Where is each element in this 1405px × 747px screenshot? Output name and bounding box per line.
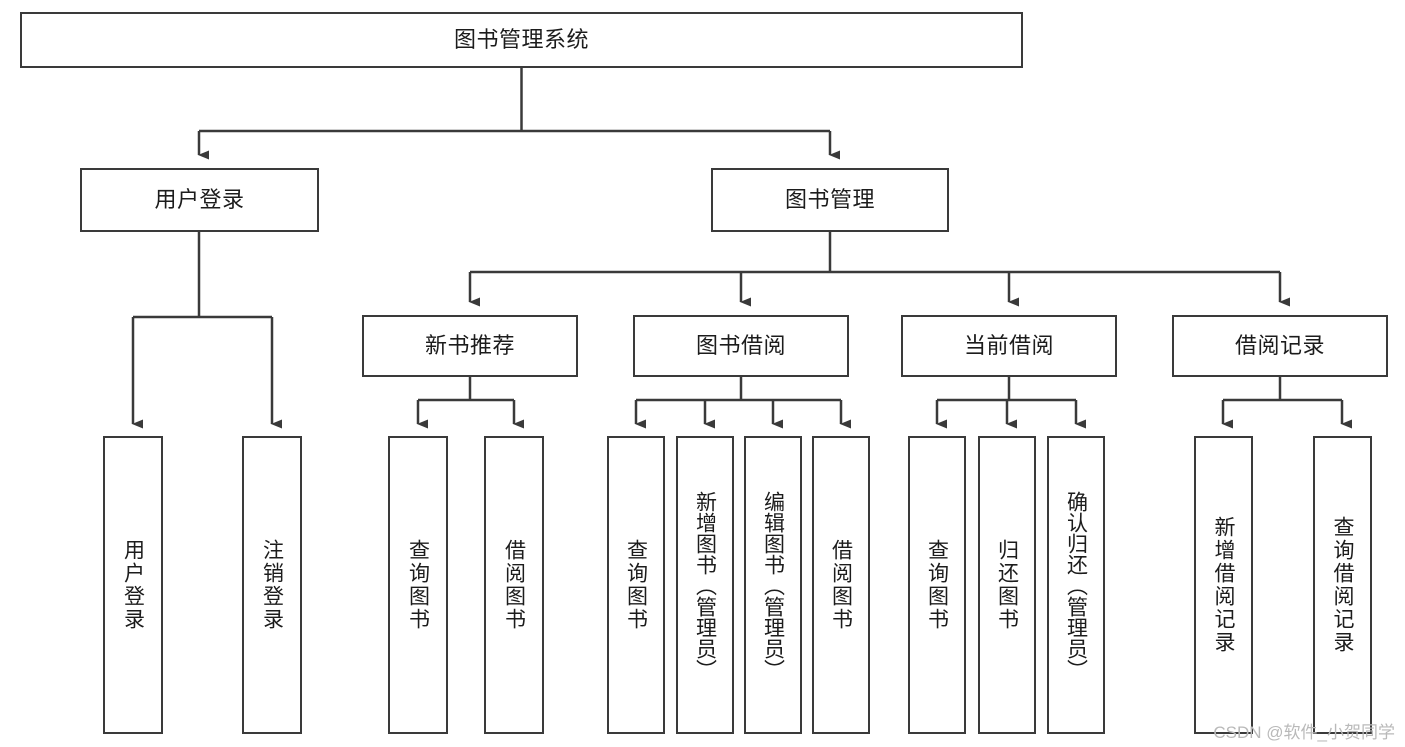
leaf-return-books[interactable]: 归还图书 xyxy=(978,436,1036,734)
node-label: 归还图书 xyxy=(995,539,1019,631)
leaf-borrow-books[interactable]: 借阅图书 xyxy=(812,436,870,734)
node-label: 编辑图书（管理员） xyxy=(761,490,785,680)
leaf-add-borrow-record[interactable]: 新增借阅记录 xyxy=(1194,436,1253,734)
node-label: 借阅图书 xyxy=(829,539,853,631)
node-book-borrowing[interactable]: 图书借阅 xyxy=(633,315,849,377)
node-label: 用户登录 xyxy=(121,539,145,631)
node-label: 借阅图书 xyxy=(502,539,526,631)
leaf-borrow-books-recommend[interactable]: 借阅图书 xyxy=(484,436,544,734)
node-current-borrowing[interactable]: 当前借阅 xyxy=(901,315,1117,377)
node-label: 新增借阅记录 xyxy=(1212,516,1235,654)
leaf-query-books-current[interactable]: 查询图书 xyxy=(908,436,966,734)
node-label: 借阅记录 xyxy=(1234,332,1325,358)
node-label: 图书管理 xyxy=(784,186,875,212)
leaf-query-borrow-record[interactable]: 查询借阅记录 xyxy=(1313,436,1372,734)
node-label: 查询图书 xyxy=(624,539,648,631)
node-label: 注销登录 xyxy=(260,539,284,631)
node-root-library-management-system[interactable]: 图书管理系统 xyxy=(20,12,1023,68)
leaf-query-books-recommend[interactable]: 查询图书 xyxy=(388,436,448,734)
node-label: 图书管理系统 xyxy=(453,26,589,52)
node-borrowing-records[interactable]: 借阅记录 xyxy=(1172,315,1388,377)
node-user-login[interactable]: 用户登录 xyxy=(80,168,319,232)
leaf-logout[interactable]: 注销登录 xyxy=(242,436,302,734)
node-new-book-recommendation[interactable]: 新书推荐 xyxy=(362,315,578,377)
node-label: 当前借阅 xyxy=(963,332,1054,358)
node-label: 图书借阅 xyxy=(695,332,786,358)
watermark: CSDN @软件_小贺同学 xyxy=(1213,723,1395,742)
node-label: 查询图书 xyxy=(406,539,430,631)
leaf-query-books-borrow[interactable]: 查询图书 xyxy=(607,436,665,734)
leaf-confirm-return-admin[interactable]: 确认归还（管理员） xyxy=(1047,436,1105,734)
leaf-add-book-admin[interactable]: 新增图书（管理员） xyxy=(676,436,734,734)
node-book-management[interactable]: 图书管理 xyxy=(711,168,949,232)
node-label: 新书推荐 xyxy=(424,332,515,358)
leaf-user-login[interactable]: 用户登录 xyxy=(103,436,163,734)
node-label: 查询借阅记录 xyxy=(1331,516,1354,654)
node-label: 确认归还（管理员） xyxy=(1064,490,1088,680)
node-label: 新增图书（管理员） xyxy=(693,490,717,680)
node-label: 用户登录 xyxy=(154,186,245,212)
leaf-edit-book-admin[interactable]: 编辑图书（管理员） xyxy=(744,436,802,734)
node-label: 查询图书 xyxy=(925,539,949,631)
